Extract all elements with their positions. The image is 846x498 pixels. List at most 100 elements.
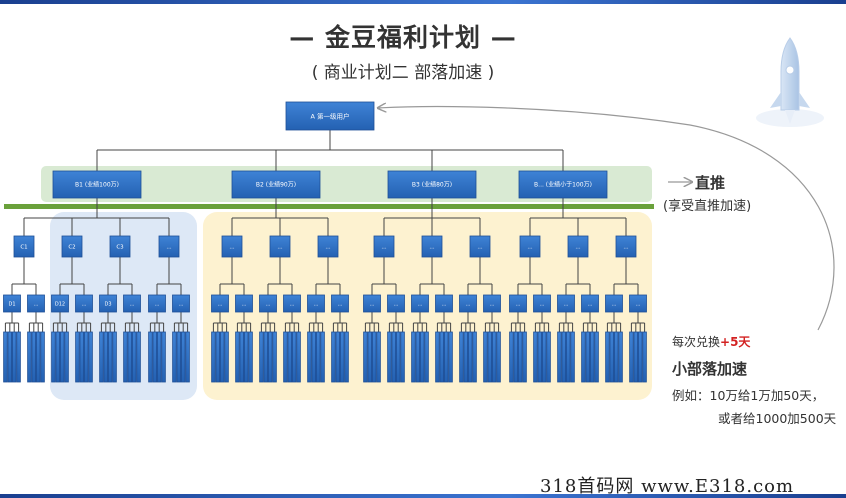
level1-node-4-label: B... (业绩小于100万) bbox=[534, 181, 592, 189]
level4-node bbox=[307, 331, 312, 383]
level4-node bbox=[64, 331, 69, 383]
level3-node-label: ... bbox=[266, 301, 271, 307]
level4-node bbox=[522, 331, 527, 383]
level3-node bbox=[605, 294, 623, 313]
level2-node-10 bbox=[469, 235, 491, 258]
level4-node bbox=[131, 331, 137, 383]
level4-node bbox=[127, 331, 132, 383]
level4-node bbox=[79, 331, 84, 383]
level4-node bbox=[467, 331, 473, 383]
level4-node bbox=[172, 331, 177, 383]
level4-node bbox=[509, 331, 514, 383]
level3-node-label: D12 bbox=[55, 301, 65, 307]
level3-node bbox=[411, 294, 429, 313]
level4-node bbox=[103, 331, 108, 383]
level4-node bbox=[339, 331, 345, 383]
level4-node bbox=[638, 331, 643, 383]
level4-node bbox=[311, 331, 316, 383]
level3-node-label: ... bbox=[418, 301, 423, 307]
level1-node-3 bbox=[387, 170, 477, 199]
level1-node-2 bbox=[231, 170, 321, 199]
level3-node bbox=[509, 294, 527, 313]
bottom-accent-bar bbox=[0, 494, 846, 498]
level2-node-8-label: ... bbox=[381, 244, 386, 250]
level2-node-9-label: ... bbox=[429, 244, 434, 250]
level2-node-12 bbox=[567, 235, 589, 258]
level4-node bbox=[224, 331, 229, 383]
tribe-acceleration-label: 小部落加速 bbox=[672, 360, 748, 378]
level4-node bbox=[60, 331, 65, 383]
exchange-prefix: 每次兑换 bbox=[672, 335, 721, 349]
example-line-1: 例如：10万给1万加50天， bbox=[672, 388, 825, 403]
level2-node-7 bbox=[317, 235, 339, 258]
direct-referral-label: 直推 bbox=[695, 174, 726, 192]
level4-node bbox=[40, 331, 45, 383]
level4-node bbox=[148, 331, 153, 383]
level2-node-10-label: ... bbox=[477, 244, 482, 250]
level4-node bbox=[161, 331, 166, 383]
level3-node-label: ... bbox=[34, 301, 39, 307]
level3-node-label: ... bbox=[516, 301, 521, 307]
level4-node bbox=[215, 331, 220, 383]
level2-node-13 bbox=[615, 235, 637, 258]
level1-node-4 bbox=[518, 170, 608, 199]
level4-node bbox=[605, 331, 610, 383]
level4-node bbox=[320, 331, 325, 383]
level3-node-label: ... bbox=[540, 301, 545, 307]
level4-node bbox=[296, 331, 301, 383]
root-node-label: A 第一级用户 bbox=[310, 111, 349, 120]
exchange-bonus-value: +5天 bbox=[720, 335, 751, 349]
level4-node bbox=[376, 331, 381, 383]
level4-node bbox=[561, 331, 566, 383]
level1-node-2-label: B2 (业绩90万) bbox=[256, 181, 296, 189]
level3-node bbox=[99, 294, 117, 313]
level3-node bbox=[331, 294, 349, 313]
level4-node bbox=[411, 331, 416, 383]
level4-node bbox=[415, 331, 420, 383]
level2-node-4 bbox=[158, 235, 180, 258]
level4-node bbox=[629, 331, 634, 383]
level3-node bbox=[307, 294, 325, 313]
level2-node-2-label: C2 bbox=[68, 244, 75, 250]
level4-node bbox=[642, 331, 647, 383]
level4-node bbox=[108, 331, 113, 383]
level4-node bbox=[439, 331, 444, 383]
level4-node bbox=[472, 331, 477, 383]
page-subtitle: ( 商业计划二 部落加速 ) bbox=[311, 63, 495, 83]
level3-node bbox=[363, 294, 381, 313]
example-line-2: 或者给1000加500天 bbox=[718, 411, 837, 426]
level4-node bbox=[36, 331, 41, 383]
level4-node bbox=[594, 331, 599, 383]
level4-node bbox=[463, 331, 468, 383]
level4-node bbox=[590, 331, 595, 383]
level4-node bbox=[51, 331, 56, 383]
level4-node bbox=[156, 331, 162, 383]
level4-node bbox=[259, 331, 264, 383]
level4-node bbox=[99, 331, 104, 383]
level4-node bbox=[609, 331, 614, 383]
level2-node-5 bbox=[221, 235, 243, 258]
level4-node bbox=[239, 331, 244, 383]
level4-node bbox=[219, 331, 225, 383]
level3-node bbox=[123, 294, 141, 313]
level4-node bbox=[185, 331, 190, 383]
level3-node-label: ... bbox=[218, 301, 223, 307]
level4-node bbox=[443, 331, 449, 383]
level2-node-11 bbox=[519, 235, 541, 258]
watermark: 318首码网 www.E318.com bbox=[540, 476, 795, 497]
level4-node bbox=[391, 331, 396, 383]
level4-node bbox=[55, 331, 60, 383]
level4-node bbox=[557, 331, 562, 383]
level4-node bbox=[272, 331, 277, 383]
level3-node bbox=[3, 294, 21, 313]
level4-node bbox=[248, 331, 253, 383]
level4-node bbox=[243, 331, 249, 383]
level3-node bbox=[75, 294, 93, 313]
level4-node bbox=[16, 331, 21, 383]
level1-node-3-label: B3 (业绩80万) bbox=[412, 181, 452, 189]
level3-node bbox=[259, 294, 277, 313]
level4-node bbox=[335, 331, 340, 383]
level4-node bbox=[152, 331, 157, 383]
level4-node bbox=[27, 331, 32, 383]
level4-node bbox=[483, 331, 488, 383]
